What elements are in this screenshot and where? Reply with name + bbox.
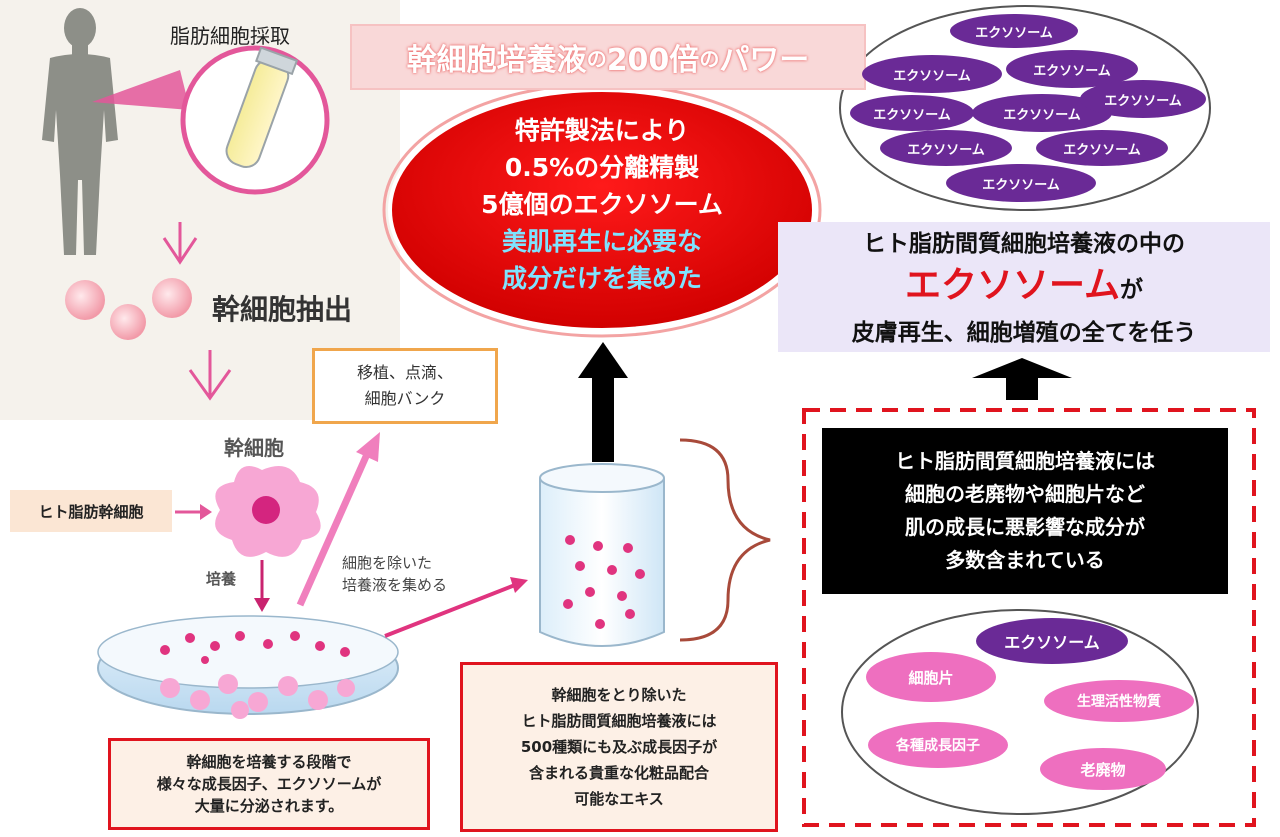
red-circle <box>388 88 816 332</box>
culture-note-line-3: 大量に分泌されます。 <box>194 797 344 815</box>
stem-extraction-label: 幹細胞抽出 <box>212 293 353 326</box>
extract-note-line-4: 含まれる貴重な化粧品配合 <box>528 764 709 782</box>
extract-note-line-2: ヒト脂肪間質細胞培養液には <box>521 712 717 730</box>
exosome-chip: エクソソーム <box>862 55 1002 93</box>
black-box-line-1: ヒト脂肪間質細胞培養液には <box>895 449 1155 473</box>
component-fragment: 細胞片 <box>866 652 996 702</box>
component-exosome: エクソソーム <box>976 618 1128 664</box>
stem-cell-label: 幹細胞 <box>224 436 284 460</box>
up-arrow-right <box>972 358 1072 378</box>
red-circle-line-5: 成分だけを集めた <box>501 264 702 293</box>
culture-label: 培養 <box>206 570 237 588</box>
black-box-line-2: 細胞の老廃物や細胞片など <box>905 482 1145 506</box>
fat-extraction-label: 脂肪細胞採取 <box>170 24 290 48</box>
red-circle-line-1: 特許製法により <box>514 116 690 145</box>
human-fat-stem-label: ヒト脂肪幹細胞 <box>38 502 144 521</box>
collect-medium-line-1: 細胞を除いた <box>342 554 433 572</box>
exosome-chip: エクソソーム <box>880 130 1012 166</box>
red-circle-line-3: 5億個のエクソソーム <box>481 190 723 219</box>
dish-particles <box>160 631 350 664</box>
exosome-chip: エクソソーム <box>1036 130 1168 166</box>
black-box-line-3: 肌の成長に悪影響な成分が <box>905 515 1145 539</box>
brace <box>679 438 771 642</box>
banner-part-3: 200倍 <box>606 43 700 78</box>
transplant-line-1: 移植、点滴、 <box>356 363 453 382</box>
dish-cells <box>160 674 355 719</box>
headline-box: ヒト脂肪間質細胞培養液の中の エクソソームが 皮膚再生、細胞増殖の全てを任う <box>778 222 1270 352</box>
headline-line-3: 皮膚再生、細胞増殖の全てを任う <box>851 320 1197 346</box>
exosome-chip: エクソソーム <box>946 164 1096 202</box>
extraction-pointer <box>92 70 190 110</box>
black-warning-box: ヒト脂肪間質細胞培養液には 細胞の老廃物や細胞片など 肌の成長に悪影響な成分が … <box>822 428 1228 594</box>
component-growth-factors: 各種成長因子 <box>868 722 1008 768</box>
component-waste: 老廃物 <box>1040 748 1166 790</box>
culture-note-box: 幹細胞を培養する段階で 様々な成長因子、エクソソームが 大量に分泌されます。 <box>108 738 430 830</box>
headline-highlight-suffix: が <box>1119 277 1143 303</box>
banner-part-2: の <box>586 46 607 71</box>
red-circle-line-4: 美肌再生に必要な <box>501 227 702 256</box>
headline-line-1: ヒト脂肪間質細胞培養液の中の <box>863 231 1185 257</box>
stem-cell-3 <box>152 278 192 318</box>
human-silhouette <box>42 8 118 255</box>
up-arrow-main <box>578 342 628 378</box>
headline-highlight: エクソソーム <box>905 265 1120 306</box>
black-box-line-4: 多数含まれている <box>945 548 1105 572</box>
extract-note-box: 幹細胞をとり除いた ヒト脂肪間質細胞培養液には 500種類にも及ぶ成長因子が 含… <box>460 662 778 832</box>
collect-medium-label: 細胞を除いた 培養液を集める <box>342 552 447 596</box>
component-bioactive: 生理活性物質 <box>1044 680 1194 722</box>
test-tube <box>225 46 299 168</box>
beaker-particles <box>563 535 645 629</box>
dashed-box <box>802 408 1256 827</box>
banner-part-1: 幹細胞培養液 <box>406 43 587 78</box>
red-circle-text: 特許製法により 0.5%の分離精製 5億個のエクソソーム 美肌再生に必要な 成分… <box>400 112 804 297</box>
banner-part-5: パワー <box>719 43 810 78</box>
extract-note-line-3: 500種類にも及ぶ成長因子が <box>520 738 718 756</box>
human-fat-stem-box: ヒト脂肪幹細胞 <box>10 490 172 532</box>
culture-note-line-2: 様々な成長因子、エクソソームが <box>156 775 382 793</box>
red-circle-line-2: 0.5%の分離精製 <box>504 153 700 182</box>
transplant-box: 移植、点滴、 細胞バンク <box>312 348 498 424</box>
exosome-chip: エクソソーム <box>950 14 1078 48</box>
headline-line-2: エクソソームが <box>778 262 1270 316</box>
power-banner: 幹細胞培養液 の 200倍 の パワー <box>350 24 866 90</box>
transplant-line-2: 細胞バンク <box>364 389 446 408</box>
culture-note-line-1: 幹細胞を培養する段階で <box>186 753 352 771</box>
exosome-chip: エクソソーム <box>1080 80 1206 118</box>
collect-medium-line-2: 培養液を集める <box>342 576 448 594</box>
exosome-chip: エクソソーム <box>850 95 974 131</box>
extract-note-line-1: 幹細胞をとり除いた <box>551 686 687 704</box>
extract-note-line-5: 可能なエキス <box>574 790 664 808</box>
stem-cell-1 <box>65 280 105 320</box>
banner-part-4: の <box>699 46 720 71</box>
stem-cell-2 <box>110 304 146 340</box>
